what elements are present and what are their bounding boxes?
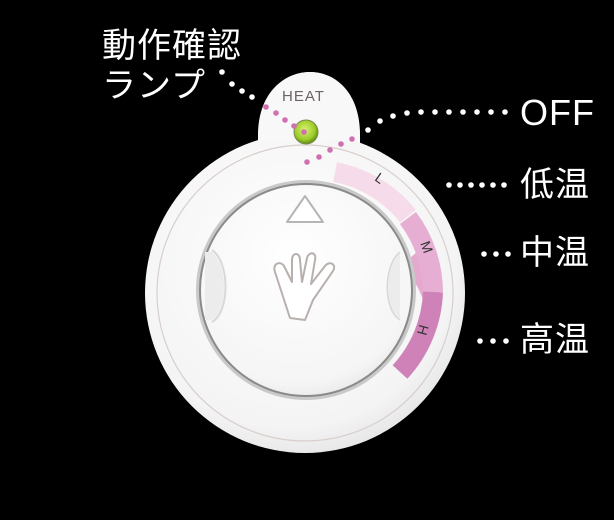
triangle-up-icon — [286, 195, 324, 223]
low-leader-dots — [446, 182, 507, 188]
temperature-scale — [332, 162, 443, 379]
mid-leader-dots — [481, 251, 511, 257]
lamp-callout-line1: 動作確認 — [102, 26, 242, 66]
high-temp-callout: 高温 — [520, 320, 590, 360]
off-leader-dots — [304, 109, 508, 165]
low-temp-callout: 低温 — [520, 165, 590, 205]
off-callout: OFF — [520, 92, 595, 133]
lamp-leader-dots — [219, 69, 307, 135]
lamp-callout-line2: ランプ — [102, 66, 206, 106]
lamp-callout: 動作確認 ランプ — [102, 26, 242, 106]
hand-icon — [273, 252, 336, 321]
high-leader-dots — [477, 338, 509, 344]
mid-temp-callout: 中温 — [520, 233, 590, 273]
heat-label: HEAT — [282, 88, 325, 105]
